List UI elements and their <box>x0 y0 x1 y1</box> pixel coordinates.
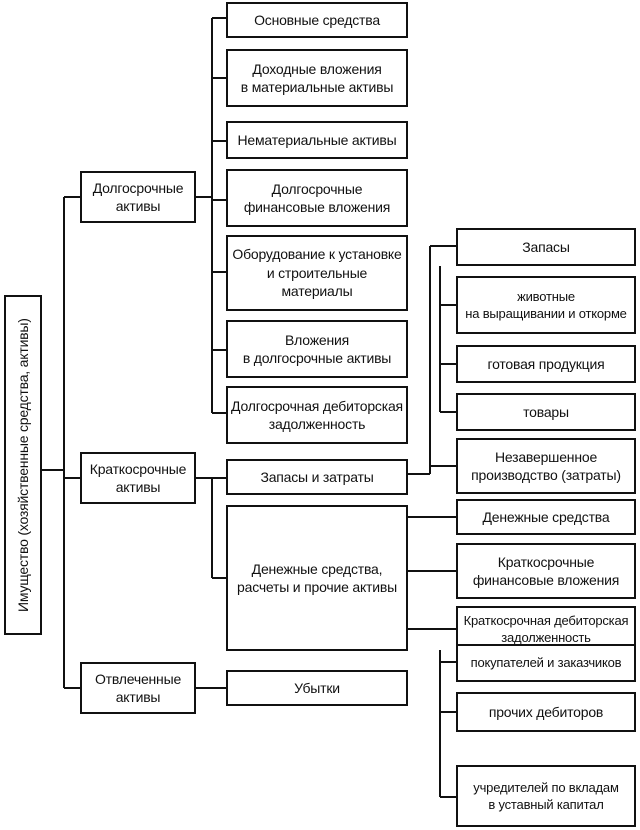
diverted-item: Убытки <box>226 670 408 706</box>
short-term-item-inventories: Запасы и затраты <box>226 459 408 495</box>
long-term-item: Долгосрочные финансовые вложения <box>226 169 408 227</box>
long-term-item: Вложения в долгосрочные активы <box>226 320 408 378</box>
receivables-item: покупателей и заказчиков <box>456 644 636 682</box>
long-term-item: Основные средства <box>226 2 408 38</box>
long-term-item: Долгосрочная дебиторская задолженность <box>226 386 408 444</box>
short-term-item-cash: Денежные средства, расчеты и прочие акти… <box>226 505 408 651</box>
cash-item: Денежные средства <box>456 499 636 535</box>
root-node: Имущество (хозяйственные средства, актив… <box>4 295 42 635</box>
long-term-item: Нематериальные активы <box>226 121 408 159</box>
inventory-item: Незавершенное производство (затраты) <box>456 438 636 494</box>
receivables-item: прочих дебиторов <box>456 692 636 732</box>
cash-item: Краткосрочные финансовые вложения <box>456 543 636 599</box>
receivables-item: учредителей по вкладам в уставный капита… <box>456 765 636 827</box>
inventory-item: готовая продукция <box>456 345 636 383</box>
long-term-item: Оборудование к установке и строительные … <box>226 235 408 311</box>
group-long-term: Долгосрочные активы <box>80 171 196 223</box>
long-term-item: Доходные вложения в материальные активы <box>226 49 408 107</box>
inventory-item: Запасы <box>456 228 636 266</box>
group-short-term: Краткосрочные активы <box>80 452 196 504</box>
inventory-item: товары <box>456 393 636 431</box>
inventory-item: животные на выращивании и откорме <box>456 276 636 334</box>
group-diverted: Отвлеченные активы <box>80 662 196 714</box>
